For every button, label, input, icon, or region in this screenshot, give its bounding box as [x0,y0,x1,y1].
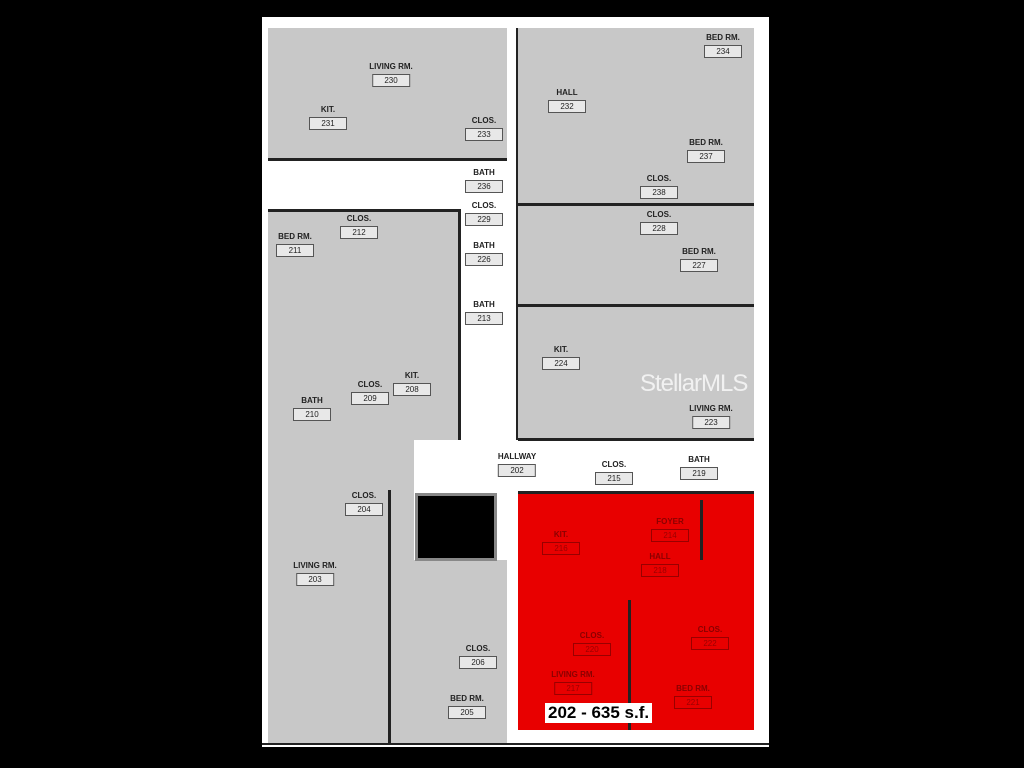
room-label: CLOS.229 [465,201,503,226]
wall [518,304,754,307]
room-label: KIT.224 [542,345,580,370]
unit-area-label: 202 - 635 s.f. [545,703,653,723]
room-label: CLOS.222 [691,625,729,650]
room-label: CLOS.206 [459,644,497,669]
room-label: BED RM.221 [674,684,712,709]
wall [268,209,460,212]
bedroom-227-block [518,206,754,304]
wall [516,28,518,440]
room-label: BED RM.234 [704,33,742,58]
room-label: LIVING RM.217 [551,670,595,695]
wall [458,209,461,440]
wall [268,158,507,161]
room-label: KIT.208 [393,371,431,396]
room-label: LIVING RM.223 [689,404,733,429]
room-label: CLOS.233 [465,116,503,141]
room-label: KIT.216 [542,530,580,555]
wall [518,491,754,494]
wall [700,500,703,560]
room-label: BED RM.227 [680,247,718,272]
room-label: BED RM.205 [448,694,486,719]
room-label: BED RM.237 [687,138,725,163]
room-label: LIVING RM.230 [369,62,413,87]
wall [628,600,631,730]
room-label: CLOS.209 [351,380,389,405]
room-label: KIT.231 [309,105,347,130]
room-label: CLOS.228 [640,210,678,235]
wall [518,203,754,206]
watermark: StellarMLS [640,370,748,397]
room-label: CLOS.215 [595,460,633,485]
room-label: CLOS.212 [340,214,378,239]
room-label: BED RM.211 [276,232,314,257]
wall [518,438,754,441]
wall [262,743,769,745]
room-label: LIVING RM.203 [293,561,337,586]
room-label: CLOS.220 [573,631,611,656]
wall [388,490,391,743]
elevator-shaft [415,493,497,561]
room-label: CLOS.204 [345,491,383,516]
room-label: CLOS.238 [640,174,678,199]
